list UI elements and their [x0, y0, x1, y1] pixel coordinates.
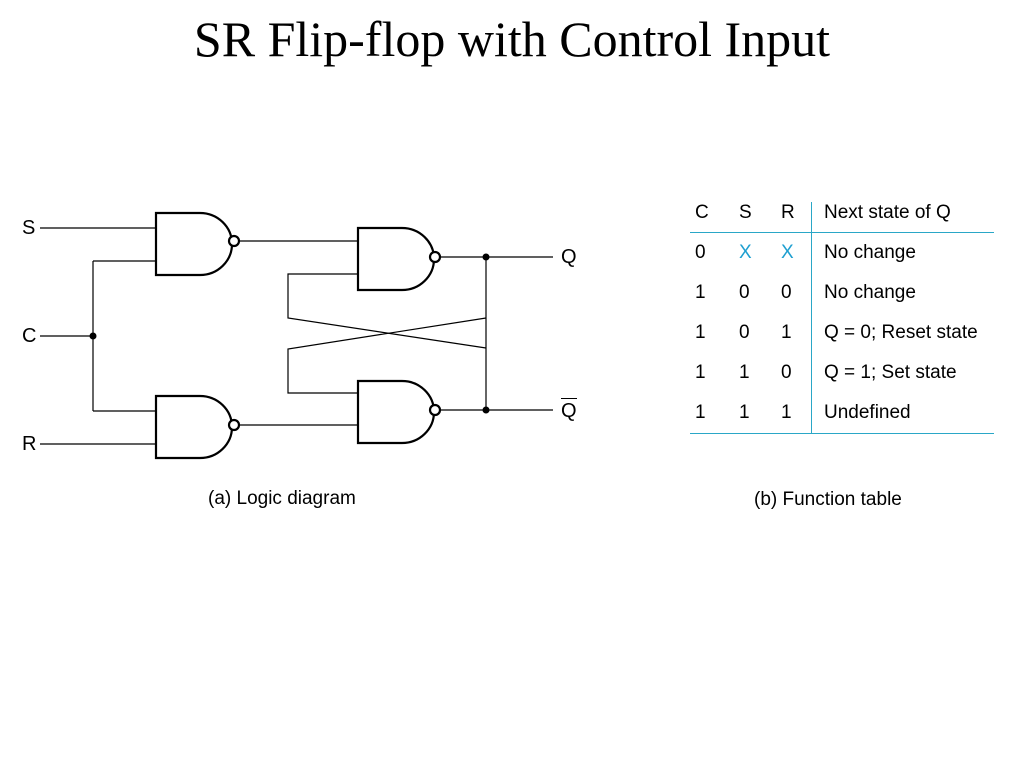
nand-bubble-2 — [227, 418, 241, 432]
cell-r: 0 — [781, 362, 792, 383]
table-row: 0 X X No change — [690, 232, 994, 273]
diagram-caption: (a) Logic diagram — [208, 488, 356, 509]
table-row: 1 0 1 Q = 0; Reset state — [690, 313, 994, 353]
nand-bubble-3 — [428, 250, 442, 264]
cell-r: X — [781, 242, 794, 263]
cell-s: 0 — [739, 282, 750, 303]
cell-next-state: No change — [811, 232, 994, 273]
cell-s: 0 — [739, 322, 750, 343]
nand-bubble-4 — [428, 403, 442, 417]
cell-c: 1 — [695, 282, 706, 303]
complement-bar — [561, 398, 577, 399]
function-table: C S R Next state of Q 0 X X No change 1 … — [690, 202, 994, 434]
output-label-q-bar-text: Q — [561, 400, 577, 422]
cell-next-state: No change — [811, 273, 994, 313]
nand-gate-3 — [356, 226, 436, 292]
nand-bubble-1 — [227, 234, 241, 248]
header-r: R — [781, 202, 795, 223]
header-next-state: Next state of Q — [811, 202, 994, 233]
output-label-q: Q — [561, 246, 577, 268]
slide-title: SR Flip-flop with Control Input — [193, 11, 831, 67]
cell-r: 1 — [781, 402, 792, 423]
junction-dot-c — [89, 332, 97, 340]
header-s: S — [739, 202, 752, 223]
cell-r: 1 — [781, 322, 792, 343]
input-label-r: R — [22, 433, 37, 455]
table-row: 1 0 0 No change — [690, 273, 994, 313]
cell-r: 0 — [781, 282, 792, 303]
table-row: 1 1 1 Undefined — [690, 393, 994, 434]
input-label-c: C — [22, 325, 37, 347]
cell-next-state: Q = 1; Set state — [811, 353, 994, 393]
nand-gate-1 — [154, 211, 234, 277]
wire-cross-b — [287, 317, 487, 394]
cell-next-state: Undefined — [811, 393, 994, 434]
cell-s: 1 — [739, 402, 750, 423]
cell-c: 1 — [695, 322, 706, 343]
cell-c: 0 — [695, 242, 706, 263]
junction-dot-q — [482, 253, 490, 261]
table-caption: (b) Function table — [754, 489, 902, 510]
table-row: 1 1 0 Q = 1; Set state — [690, 353, 994, 393]
output-label-q-bar: Q — [561, 398, 577, 422]
input-label-s: S — [22, 217, 36, 239]
junction-dot-qbar — [482, 406, 490, 414]
nand-gate-4 — [356, 379, 436, 445]
nand-gate-2 — [154, 394, 234, 460]
cell-c: 1 — [695, 402, 706, 423]
function-table-header: C S R Next state of Q — [690, 202, 994, 233]
cell-c: 1 — [695, 362, 706, 383]
cell-s: X — [739, 242, 752, 263]
header-c: C — [695, 202, 709, 223]
cell-next-state: Q = 0; Reset state — [811, 313, 994, 353]
cell-s: 1 — [739, 362, 750, 383]
